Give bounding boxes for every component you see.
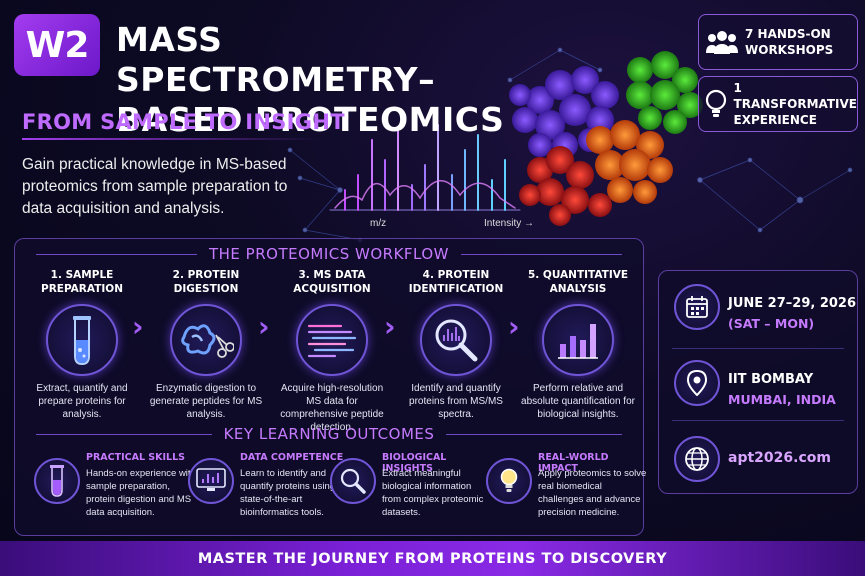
step-2-label2: DIGESTION <box>173 283 239 295</box>
event-days-text: (SAT – MON) <box>728 316 815 331</box>
workflow-step-5: 5. QUANTITATIVE ANALYSIS Perform relative… <box>518 268 638 421</box>
spectrum-y-label: Intensity → <box>484 218 535 229</box>
footer-banner: MASTER THE JOURNEY FROM PROTEINS TO DISC… <box>0 541 865 576</box>
step-4-desc: Identify and quantify proteins from MS/M… <box>409 383 503 420</box>
stat-workshops-line1: 7 HANDS-ON <box>745 27 831 41</box>
subtitle-underline <box>22 138 322 140</box>
chevron-right-icon: › <box>384 310 396 343</box>
test-tube-icon <box>34 458 80 504</box>
test-tube-icon <box>46 304 118 376</box>
outcome-1-title: PRACTICAL SKILLS <box>86 452 185 463</box>
stat-experience-line1: 1 TRANSFORMATIVE <box>733 81 857 111</box>
workflow-step-1: 1. SAMPLE PREPARATION Extract, quantify a… <box>22 268 142 421</box>
calendar-icon <box>674 284 720 330</box>
chevron-right-icon: › <box>132 310 144 343</box>
event-venue-text: IIT BOMBAY <box>728 372 814 387</box>
outcome-4-desc: Apply proteomics to solve real biomedica… <box>538 468 647 518</box>
outcome-1-desc: Hands-on experience with sample preparat… <box>86 468 196 518</box>
stat-experience: 1 TRANSFORMATIVE EXPERIENCE <box>698 76 858 132</box>
title-line-1: MASS SPECTROMETRY– <box>116 20 436 99</box>
workflow-title: THE PROTEOMICS WORKFLOW <box>208 245 450 263</box>
magnifier-icon <box>330 458 376 504</box>
outcome-2-desc: Learn to identify and quantify proteins … <box>240 468 336 518</box>
divider <box>672 348 844 349</box>
stat-experience-line2: EXPERIENCE <box>733 113 817 127</box>
outcomes-title: KEY LEARNING OUTCOMES <box>223 425 435 443</box>
mass-spectrum-graphic <box>329 124 521 211</box>
page-description: Gain practical knowledge in MS-based pro… <box>22 156 288 217</box>
people-icon <box>699 28 745 56</box>
page-title: MASS SPECTROMETRY– BASED PROTEOMICS <box>116 20 536 140</box>
workflow-step-2: 2. PROTEIN DIGESTION Enzymatic digestion … <box>146 268 266 421</box>
ms-data-icon <box>296 304 368 376</box>
title-line-2: BASED PROTEOMICS <box>116 100 505 139</box>
location-pin-icon <box>674 360 720 406</box>
step-4-label1: 4. PROTEIN <box>422 269 490 281</box>
step-4-label2: IDENTIFICATION <box>408 283 504 295</box>
globe-icon <box>674 436 720 482</box>
outcome-3-title: BIOLOGICAL INSIGHTS <box>382 452 447 474</box>
lightbulb-icon <box>486 458 532 504</box>
protein-molecule-graphic <box>509 51 703 226</box>
workshop-badge: W2 <box>14 14 100 76</box>
event-date-text: JUNE 27–29, 2026 <box>728 296 857 311</box>
bar-chart-icon <box>542 304 614 376</box>
step-2-label1: 2. PROTEIN <box>172 269 240 281</box>
outcomes-section-title: KEY LEARNING OUTCOMES <box>36 425 622 443</box>
step-5-label2: ANALYSIS <box>549 283 607 295</box>
step-1-label1: 1. SAMPLE <box>50 269 114 281</box>
workflow-step-4: 4. PROTEIN IDENTIFICATION Identify and qu… <box>396 268 516 421</box>
outcome-2-title: DATA COMPETENCE <box>240 452 344 463</box>
event-city-text: MUMBAI, INDIA <box>728 392 836 407</box>
outcome-3-desc: Extract meaningful biological informatio… <box>382 468 484 518</box>
lightbulb-icon <box>699 89 734 119</box>
workflow-panel <box>14 238 644 536</box>
chevron-right-icon: › <box>258 310 270 343</box>
magnifier-icon <box>420 304 492 376</box>
stat-workshops: 7 HANDS-ON WORKSHOPS <box>698 14 858 70</box>
step-3-label2: ACQUISITION <box>293 283 371 295</box>
step-1-label2: PREPARATION <box>41 283 123 295</box>
website-link[interactable]: apt2026.com <box>728 450 831 466</box>
workflow-step-3: 3. MS DATA ACQUISITION Acquire high-resol… <box>272 268 392 434</box>
monitor-chart-icon <box>188 458 234 504</box>
step-2-desc: Enzymatic digestion to generate peptides… <box>149 383 263 420</box>
spectrum-x-label: m/z <box>370 218 387 229</box>
step-1-desc: Extract, quantify and prepare proteins f… <box>36 383 128 420</box>
step-5-label1: 5. QUANTITATIVE <box>527 269 629 281</box>
step-5-desc: Perform relative and absolute quantifica… <box>521 383 635 420</box>
page-subtitle: FROM SAMPLE TO INSIGHT <box>22 110 345 134</box>
outcome-4-title: REAL-WORLD IMPACT <box>538 452 609 474</box>
chevron-right-icon: › <box>508 310 520 343</box>
workflow-section-title: THE PROTEOMICS WORKFLOW <box>36 245 622 263</box>
step-3-desc: Acquire high-resolution MS data for comp… <box>280 383 384 433</box>
divider <box>672 420 844 421</box>
step-3-label1: 3. MS DATA <box>298 269 366 281</box>
stat-workshops-line2: WORKSHOPS <box>745 43 834 57</box>
scissors-protein-icon <box>170 304 242 376</box>
